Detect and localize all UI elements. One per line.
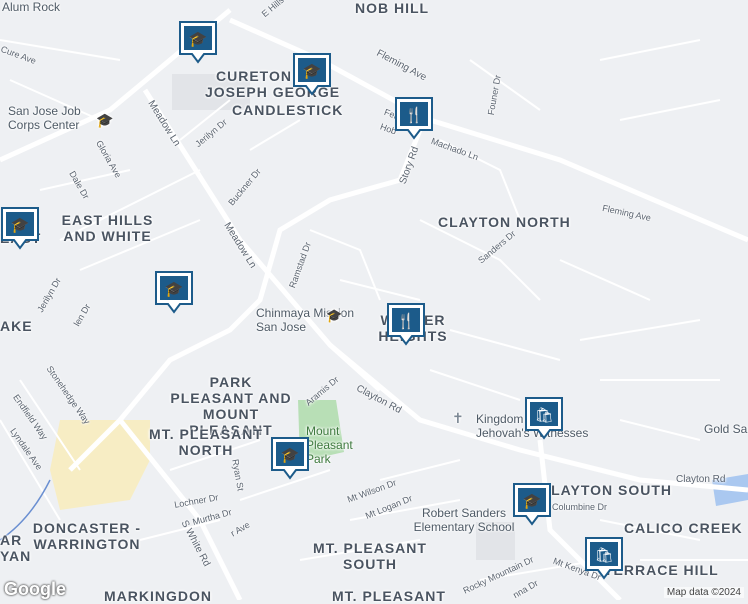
area-label-markingdon: MARKINGDON — [104, 588, 212, 604]
svg-text:🎓: 🎓 — [523, 492, 542, 510]
poi-label-mount-pleasant-park[interactable]: Mount Pleasant Park — [306, 424, 353, 466]
google-logo: Google — [4, 579, 66, 599]
graduation-icon: 🎓 — [326, 308, 343, 323]
street-label-columbine-dr: Columbine Dr — [552, 502, 608, 512]
svg-text:🍴: 🍴 — [405, 106, 424, 124]
poi-label-gold-sa[interactable]: Gold Sa — [704, 422, 748, 436]
poi-label-job-corps[interactable]: San Jose Job Corps Center — [8, 104, 81, 132]
school-marker[interactable]: 🎓 — [0, 206, 40, 250]
school-grounds-area-2 — [476, 522, 515, 560]
svg-text:🎓: 🎓 — [11, 216, 30, 234]
svg-text:🎓: 🎓 — [189, 30, 208, 48]
area-label-clayton-south: CLAYTON SOUTH — [540, 482, 673, 498]
minor-roads — [0, 39, 748, 581]
area-label-nob-hill: NOB HILL — [355, 0, 430, 16]
area-label-doncaster: DONCASTER - WARRINGTON — [32, 520, 142, 552]
shopping-marker[interactable]: 🛍 — [584, 536, 624, 580]
area-label-clayton-north: CLAYTON NORTH — [438, 214, 571, 230]
school-marker[interactable]: 🎓 — [292, 52, 332, 96]
school-marker[interactable]: 🎓 — [154, 270, 194, 314]
school-marker[interactable]: 🎓 — [178, 20, 218, 64]
poi-label-robert-sanders[interactable]: Robert Sanders Elementary School — [413, 506, 515, 534]
boundary-lines — [0, 479, 51, 541]
university-icon: 🎓 — [96, 112, 114, 128]
area-label-calico-creek: CALICO CREEK — [624, 520, 743, 536]
area-label-east-hills-white: EAST HILLS AND WHITE — [61, 212, 154, 244]
area-label-mt-pleasant-south: MT. PLEASANT SOUTH — [313, 540, 427, 572]
svg-text:🛍: 🛍 — [594, 546, 613, 564]
restaurant-marker[interactable]: 🍴 — [394, 96, 434, 140]
svg-text:🍴: 🍴 — [397, 312, 416, 330]
svg-text:🎓: 🎓 — [303, 62, 322, 80]
shopping-marker[interactable]: 🛍 — [524, 396, 564, 440]
commercial-area — [50, 420, 150, 510]
mount-pleasant-park-area — [298, 400, 344, 462]
area-label-candlestick: CANDLESTICK — [232, 102, 344, 118]
street-label-clayton-rd-2: Clayton Rd — [676, 474, 726, 485]
svg-text:🎓: 🎓 — [165, 280, 184, 298]
school-grounds-area — [172, 74, 250, 110]
area-label-ar: AR — [0, 532, 23, 548]
area-label-mt-pleasant-north: MT. PLEASANT NORTH — [149, 426, 263, 458]
poi-label-alum-rock[interactable]: Alum Rock — [2, 0, 61, 14]
area-label-yan: YAN — [0, 548, 32, 564]
map-attribution: Map data ©2024 — [663, 587, 744, 598]
area-label-ake: AKE — [0, 318, 33, 334]
area-label-joseph-george: JOSEPH GEORGE — [205, 84, 341, 100]
school-marker[interactable]: 🎓 — [512, 482, 552, 526]
svg-text:🎓: 🎓 — [281, 446, 300, 464]
area-label-cureton: CURETON — [216, 68, 292, 84]
svg-text:🛍: 🛍 — [534, 406, 553, 424]
place-of-worship-icon: ✝ — [452, 410, 464, 426]
area-label-terrace-hill: TERRACE HILL — [604, 562, 719, 578]
school-marker[interactable]: 🎓 — [270, 436, 310, 480]
area-label-mt-pleasant: MT. PLEASANT — [332, 588, 446, 604]
area-label-park-pleasant: PARK PLEASANT AND MOUNT PLEASANT — [170, 374, 292, 438]
restaurant-marker[interactable]: 🍴 — [386, 302, 426, 346]
poi-label-chinmaya[interactable]: Chinmaya Mission San Jose — [256, 306, 355, 334]
